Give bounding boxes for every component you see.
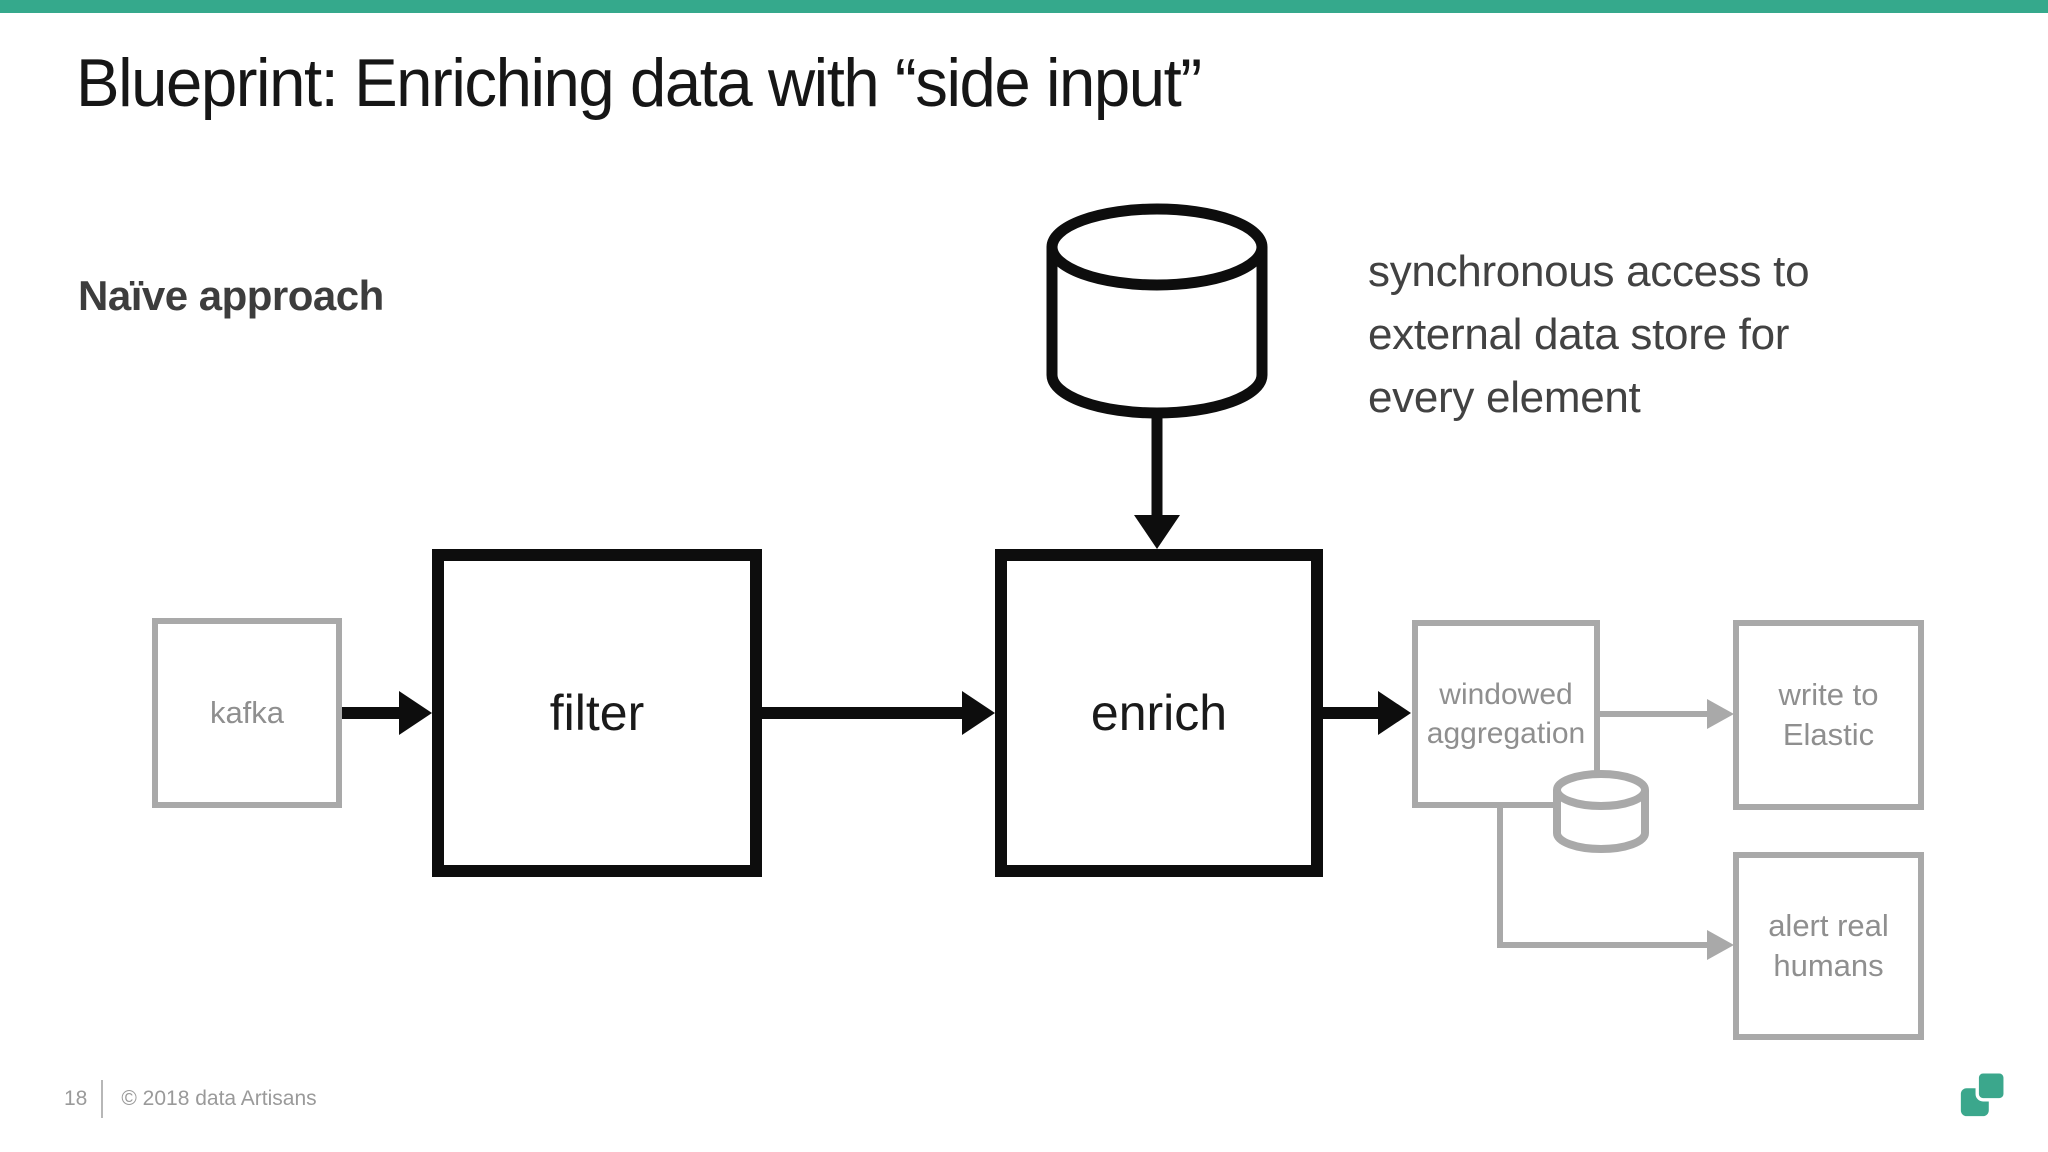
node-write-to-elastic-label: write to xyxy=(1778,677,1879,712)
arrow-filter-to-enrich xyxy=(758,691,995,735)
node-windowed-aggregation: windowed aggregation xyxy=(1412,620,1600,808)
node-write-to-elastic: write to Elastic xyxy=(1733,620,1924,810)
node-filter: filter xyxy=(432,549,762,877)
footer-divider xyxy=(101,1080,104,1118)
annotation-line: external data store for xyxy=(1368,310,1790,359)
annotation-line: every element xyxy=(1368,373,1641,422)
external-datastore-cylinder-icon xyxy=(1046,203,1268,419)
node-kafka: kafka xyxy=(152,618,342,808)
data-artisans-logo-icon xyxy=(1960,1070,2007,1117)
arrow-datastore-to-enrich xyxy=(1134,412,1180,549)
annotation-text: synchronous access to external data stor… xyxy=(1368,240,1888,429)
annotation-line: synchronous access to xyxy=(1368,247,1810,296)
node-filter-label: filter xyxy=(549,685,645,741)
node-alert-real-humans-label: alert real xyxy=(1768,908,1889,943)
node-windowed-aggregation-label: aggregation xyxy=(1426,717,1586,750)
arrow-windowed-to-alert xyxy=(1497,806,1734,960)
arrow-windowed-to-elastic xyxy=(1600,699,1734,729)
slide-subtitle: Naïve approach xyxy=(78,272,384,319)
node-write-to-elastic-label: Elastic xyxy=(1782,717,1875,752)
node-windowed-aggregation-label: windowed xyxy=(1439,678,1573,711)
slide-footer: 18 © 2018 data Artisans xyxy=(64,1080,317,1118)
node-kafka-label: kafka xyxy=(209,695,285,730)
arrow-kafka-to-filter xyxy=(342,691,432,735)
node-alert-real-humans-label: humans xyxy=(1773,948,1884,983)
accent-top-bar xyxy=(0,0,2048,13)
slide-title: Blueprint: Enriching data with “side inp… xyxy=(76,45,1202,121)
node-enrich-label: enrich xyxy=(1090,685,1228,741)
node-alert-real-humans: alert real humans xyxy=(1733,852,1924,1040)
arrow-enrich-to-windowed xyxy=(1319,691,1411,735)
page-number: 18 xyxy=(64,1087,88,1110)
node-enrich: enrich xyxy=(995,549,1323,877)
copyright-text: © 2018 data Artisans xyxy=(121,1087,317,1110)
